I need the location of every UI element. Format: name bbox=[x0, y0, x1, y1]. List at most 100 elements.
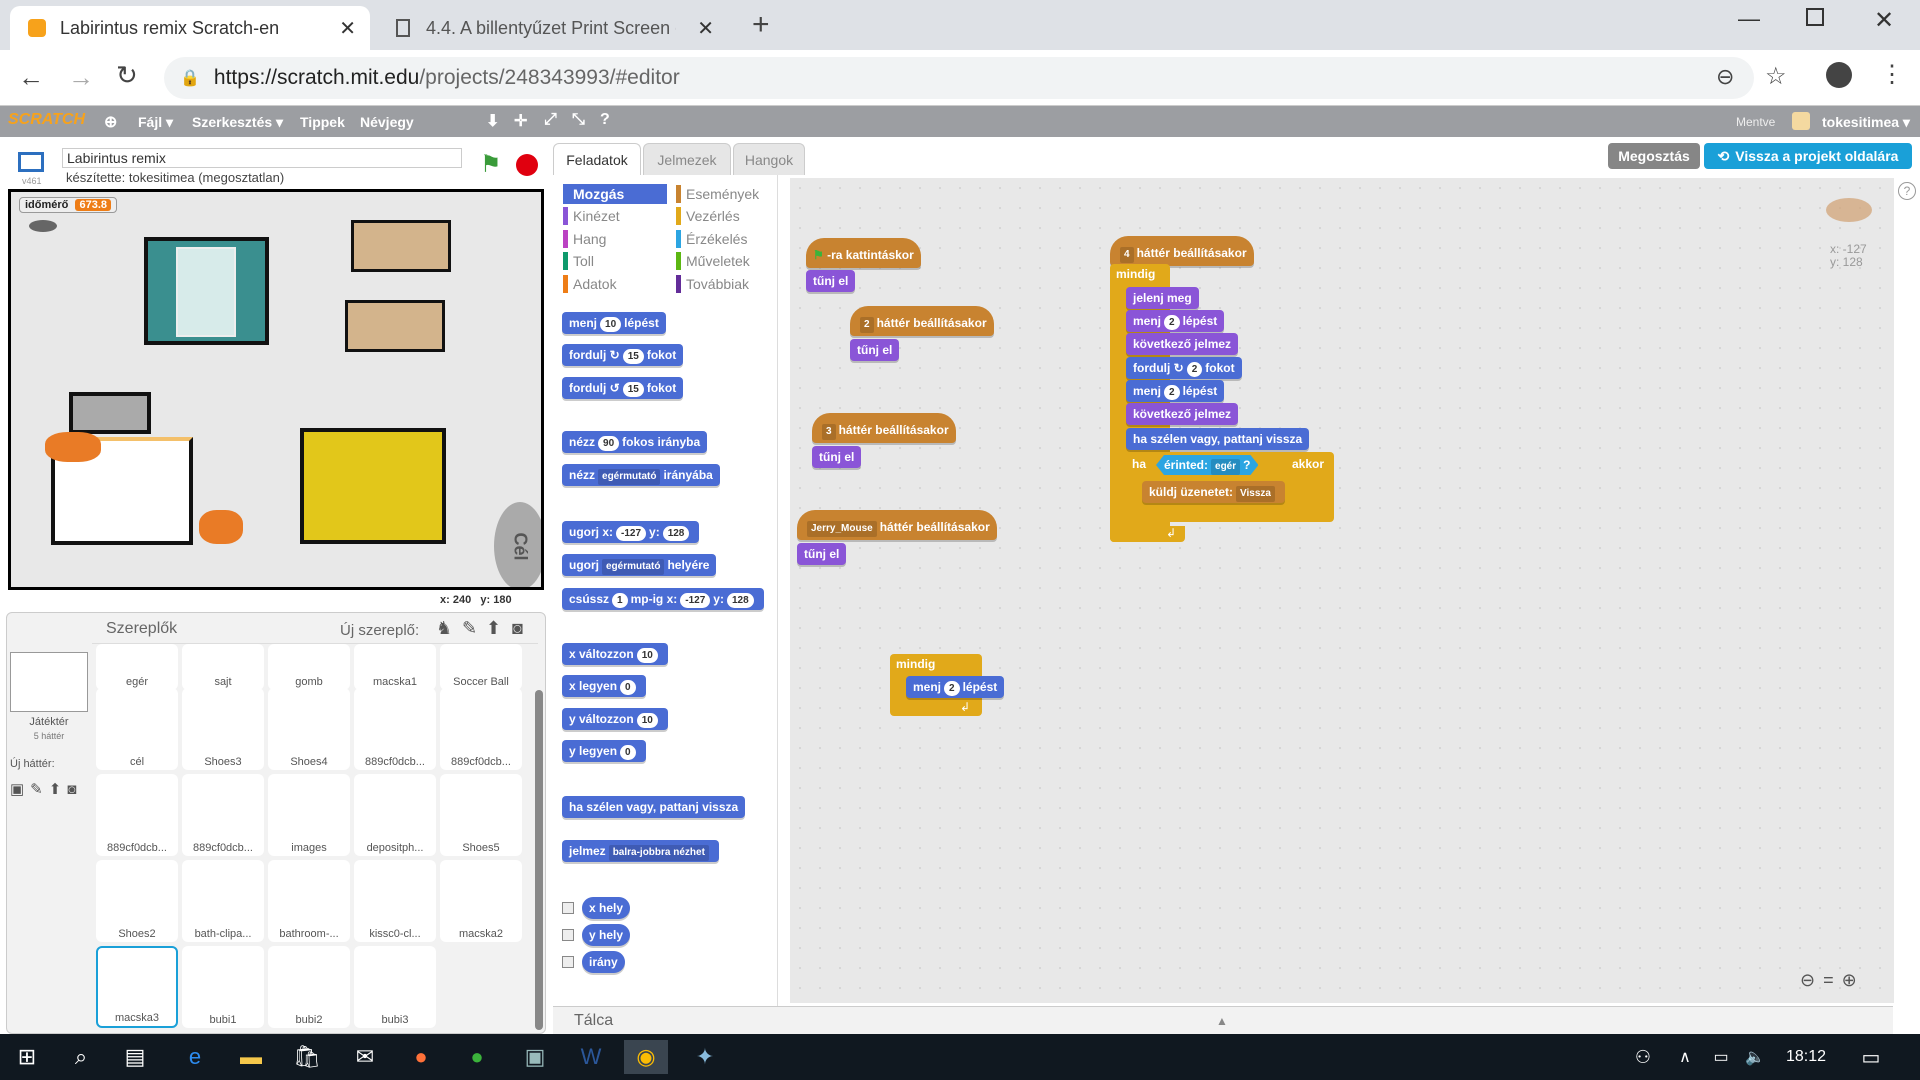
block-input[interactable]: 2 bbox=[944, 681, 960, 696]
chrome-icon[interactable]: ◉ bbox=[624, 1040, 668, 1074]
sprite-thumbnail[interactable]: bath-clipa... bbox=[182, 860, 264, 942]
duplicate-icon[interactable]: ⬇ bbox=[486, 113, 500, 130]
stop-icon[interactable] bbox=[516, 154, 538, 176]
category-motion[interactable]: Mozgás bbox=[563, 184, 667, 204]
tab-scripts[interactable]: Feladatok bbox=[553, 143, 641, 175]
reporter-y-position[interactable]: y hely bbox=[582, 924, 631, 946]
camera-sprite-icon[interactable]: ◙ bbox=[512, 618, 523, 638]
sprite-thumbnail[interactable]: kissc0-cl... bbox=[354, 860, 436, 942]
sprite-thumbnail[interactable]: macska2 bbox=[440, 860, 522, 942]
microwave-sprite[interactable] bbox=[69, 392, 151, 434]
tray-up-icon[interactable]: ∧ bbox=[1679, 1049, 1691, 1066]
network-icon[interactable]: ▭ bbox=[1713, 1049, 1729, 1066]
menu-about[interactable]: Névjegy bbox=[360, 114, 414, 130]
sprite-thumbnail[interactable]: macska1 bbox=[354, 644, 436, 690]
category-events[interactable]: Események bbox=[676, 184, 759, 204]
block-input[interactable]: 2 bbox=[1164, 315, 1180, 330]
close-tab-icon[interactable]: ✕ bbox=[697, 17, 714, 40]
touching-boolean[interactable]: érinted:egér? bbox=[1156, 455, 1258, 475]
category-sound[interactable]: Hang bbox=[563, 229, 606, 249]
globe-icon[interactable]: ⊕ bbox=[104, 114, 118, 131]
sprite-thumbnail[interactable]: bubi3 bbox=[354, 946, 436, 1028]
block-hide[interactable]: tűnj el bbox=[850, 339, 900, 361]
cabinet-sprite[interactable] bbox=[51, 437, 193, 545]
grow-icon[interactable]: ⤢ bbox=[544, 111, 557, 128]
window-sprite[interactable] bbox=[144, 237, 269, 345]
block-input[interactable]: 90 bbox=[598, 436, 620, 451]
block-input[interactable]: -127 bbox=[680, 593, 711, 608]
checkbox-x[interactable] bbox=[562, 902, 574, 914]
sprite-thumbnail[interactable]: bubi1 bbox=[182, 946, 264, 1028]
sprite-thumbnail[interactable]: depositph... bbox=[354, 774, 436, 856]
sprite-thumbnail[interactable]: sajt bbox=[182, 644, 264, 690]
stage[interactable]: időmérő 673.8 Cél bbox=[8, 189, 544, 590]
goal-sprite[interactable]: Cél bbox=[494, 502, 541, 587]
tab-scratch[interactable]: Labirintus remix Scratch-en ✕ bbox=[10, 6, 370, 50]
block-input[interactable]: -127 bbox=[616, 526, 647, 541]
minimize-icon[interactable]: — bbox=[1738, 6, 1760, 31]
sprite-thumbnail[interactable]: Shoes5 bbox=[440, 774, 522, 856]
backpack-bar[interactable] bbox=[553, 1006, 1893, 1034]
block-hide[interactable]: tűnj el bbox=[806, 270, 856, 292]
people-icon[interactable]: ⚇ bbox=[1634, 1046, 1652, 1067]
user-menu[interactable]: tokesitimea ▾ bbox=[1822, 114, 1910, 130]
category-control[interactable]: Vezérlés bbox=[676, 206, 740, 226]
shelf-sprite[interactable] bbox=[345, 300, 445, 352]
sprite-thumbnail[interactable]: 889cf0dcb... bbox=[354, 688, 436, 770]
volume-icon[interactable]: 🔈 bbox=[1745, 1049, 1765, 1066]
block-broadcast[interactable]: küldj üzenetet:Vissza bbox=[1142, 481, 1285, 503]
block-bounce[interactable]: ha szélen vagy, pattanj vissza bbox=[562, 796, 746, 818]
mouse-sprite[interactable] bbox=[29, 220, 57, 232]
block-input[interactable]: 128 bbox=[726, 593, 754, 608]
close-window-icon[interactable]: ✕ bbox=[1874, 7, 1895, 34]
sprite-thumbnail[interactable]: images bbox=[268, 774, 350, 856]
cat-sprite[interactable] bbox=[45, 432, 101, 462]
menu-edit[interactable]: Szerkesztés ▾ bbox=[192, 114, 284, 130]
share-button[interactable]: Megosztás bbox=[1608, 143, 1700, 169]
category-more[interactable]: Továbbiak bbox=[676, 274, 749, 294]
sprite-thumbnail[interactable]: Soccer Ball bbox=[440, 644, 522, 690]
block-next-costume[interactable]: következő jelmez bbox=[1126, 403, 1239, 425]
when-flag-clicked-hat[interactable]: ⚑ -ra kattintáskor bbox=[806, 238, 921, 268]
block-input[interactable]: 15 bbox=[622, 382, 644, 397]
close-tab-icon[interactable]: ✕ bbox=[339, 17, 356, 40]
block-dropdown[interactable]: balra-jobbra nézhet bbox=[608, 845, 709, 861]
checkbox-y[interactable] bbox=[562, 929, 574, 941]
edge-icon[interactable]: e bbox=[188, 1044, 202, 1069]
category-pen[interactable]: Toll bbox=[563, 251, 594, 271]
block-hide[interactable]: tűnj el bbox=[812, 446, 862, 468]
app-icon[interactable]: ● bbox=[470, 1044, 484, 1069]
block-input[interactable]: 10 bbox=[636, 648, 658, 663]
forward-icon[interactable]: → bbox=[68, 62, 94, 92]
sprite-thumbnail[interactable]: 889cf0dcb... bbox=[440, 688, 522, 770]
block-input[interactable]: 0 bbox=[620, 745, 636, 760]
sprite-thumbnail[interactable]: bathroom-... bbox=[268, 860, 350, 942]
block-next-costume[interactable]: következő jelmez bbox=[1126, 333, 1239, 355]
block-dropdown[interactable]: 3 bbox=[822, 424, 836, 440]
category-data[interactable]: Adatok bbox=[563, 274, 617, 294]
reporter-direction[interactable]: irány bbox=[582, 951, 625, 973]
notifications-icon[interactable]: ▭ bbox=[1861, 1046, 1881, 1069]
profile-icon[interactable] bbox=[1826, 62, 1852, 88]
tab-sounds[interactable]: Hangok bbox=[733, 143, 805, 175]
menu-file[interactable]: Fájl ▾ bbox=[138, 114, 174, 130]
zoom-icon[interactable]: ⊖ bbox=[1716, 64, 1735, 89]
cat-sprite[interactable] bbox=[199, 510, 243, 544]
tab-print-screen[interactable]: 4.4. A billentyűzet Print Screen gomb ✕ bbox=[378, 6, 728, 50]
stage-thumbnail[interactable] bbox=[10, 652, 88, 712]
block-dropdown[interactable]: egérmutató bbox=[598, 469, 661, 485]
project-title-input[interactable]: Labirintus remix bbox=[62, 148, 462, 168]
reporter-x-position[interactable]: x hely bbox=[582, 897, 631, 919]
